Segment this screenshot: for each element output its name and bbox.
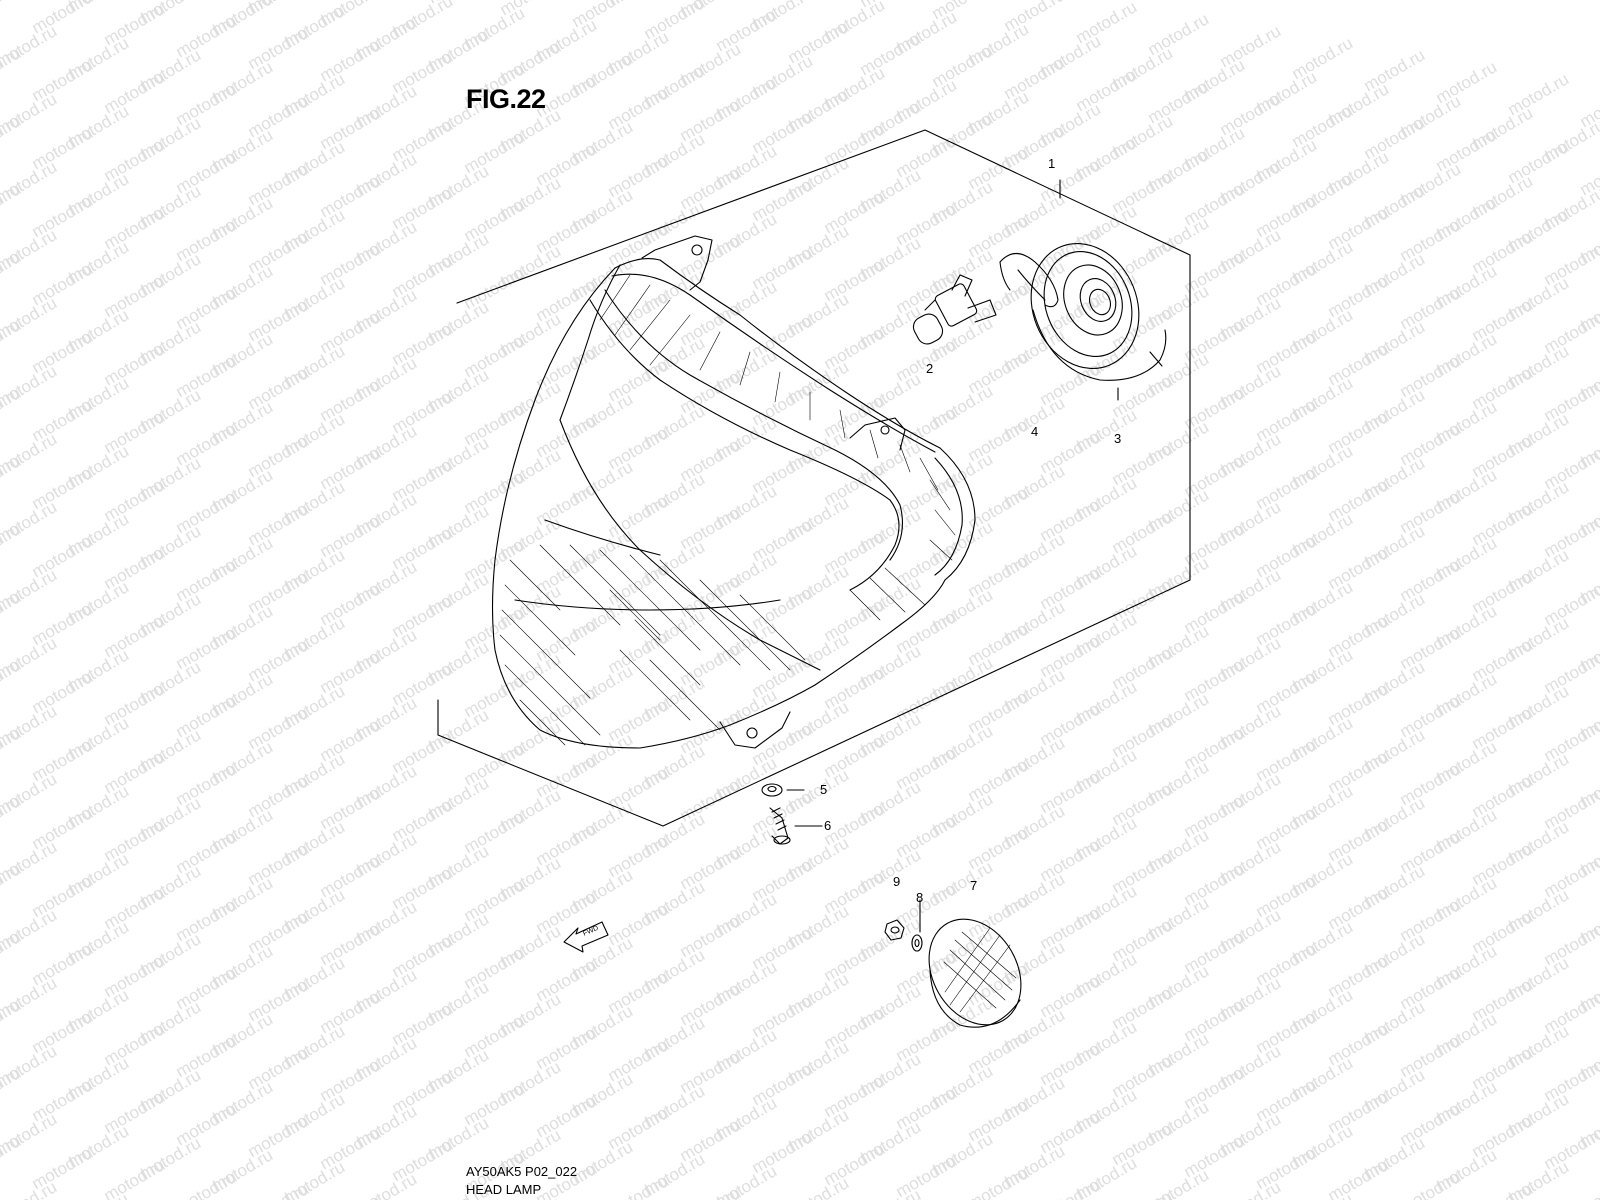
bulb — [912, 274, 997, 345]
figure-name: HEAD LAMP — [466, 1182, 542, 1197]
nut — [884, 919, 905, 941]
callout-2: 2 — [926, 361, 934, 376]
screw — [769, 807, 823, 845]
reflector-washer — [911, 899, 923, 952]
callout-1: 1 — [1048, 156, 1056, 171]
socket-cover — [1030, 242, 1167, 381]
callout-6: 6 — [824, 818, 832, 833]
head-lamp-housing — [491, 235, 976, 749]
callout-4: 4 — [1031, 424, 1039, 439]
callout-7: 7 — [970, 878, 978, 893]
callout-9: 9 — [893, 874, 901, 889]
forward-arrow-icon — [563, 921, 609, 953]
assembly-box-outline — [437, 129, 1191, 827]
reflector — [928, 918, 1022, 1028]
callout-8: 8 — [916, 890, 924, 905]
figure-code: AY50AK5 P02_022 — [466, 1164, 578, 1179]
callout-5: 5 — [820, 782, 828, 797]
figure-title: FIG.22 — [466, 84, 546, 114]
washer — [761, 783, 805, 797]
callout-3: 3 — [1114, 431, 1122, 446]
bulb-spring-clip — [999, 252, 1059, 308]
